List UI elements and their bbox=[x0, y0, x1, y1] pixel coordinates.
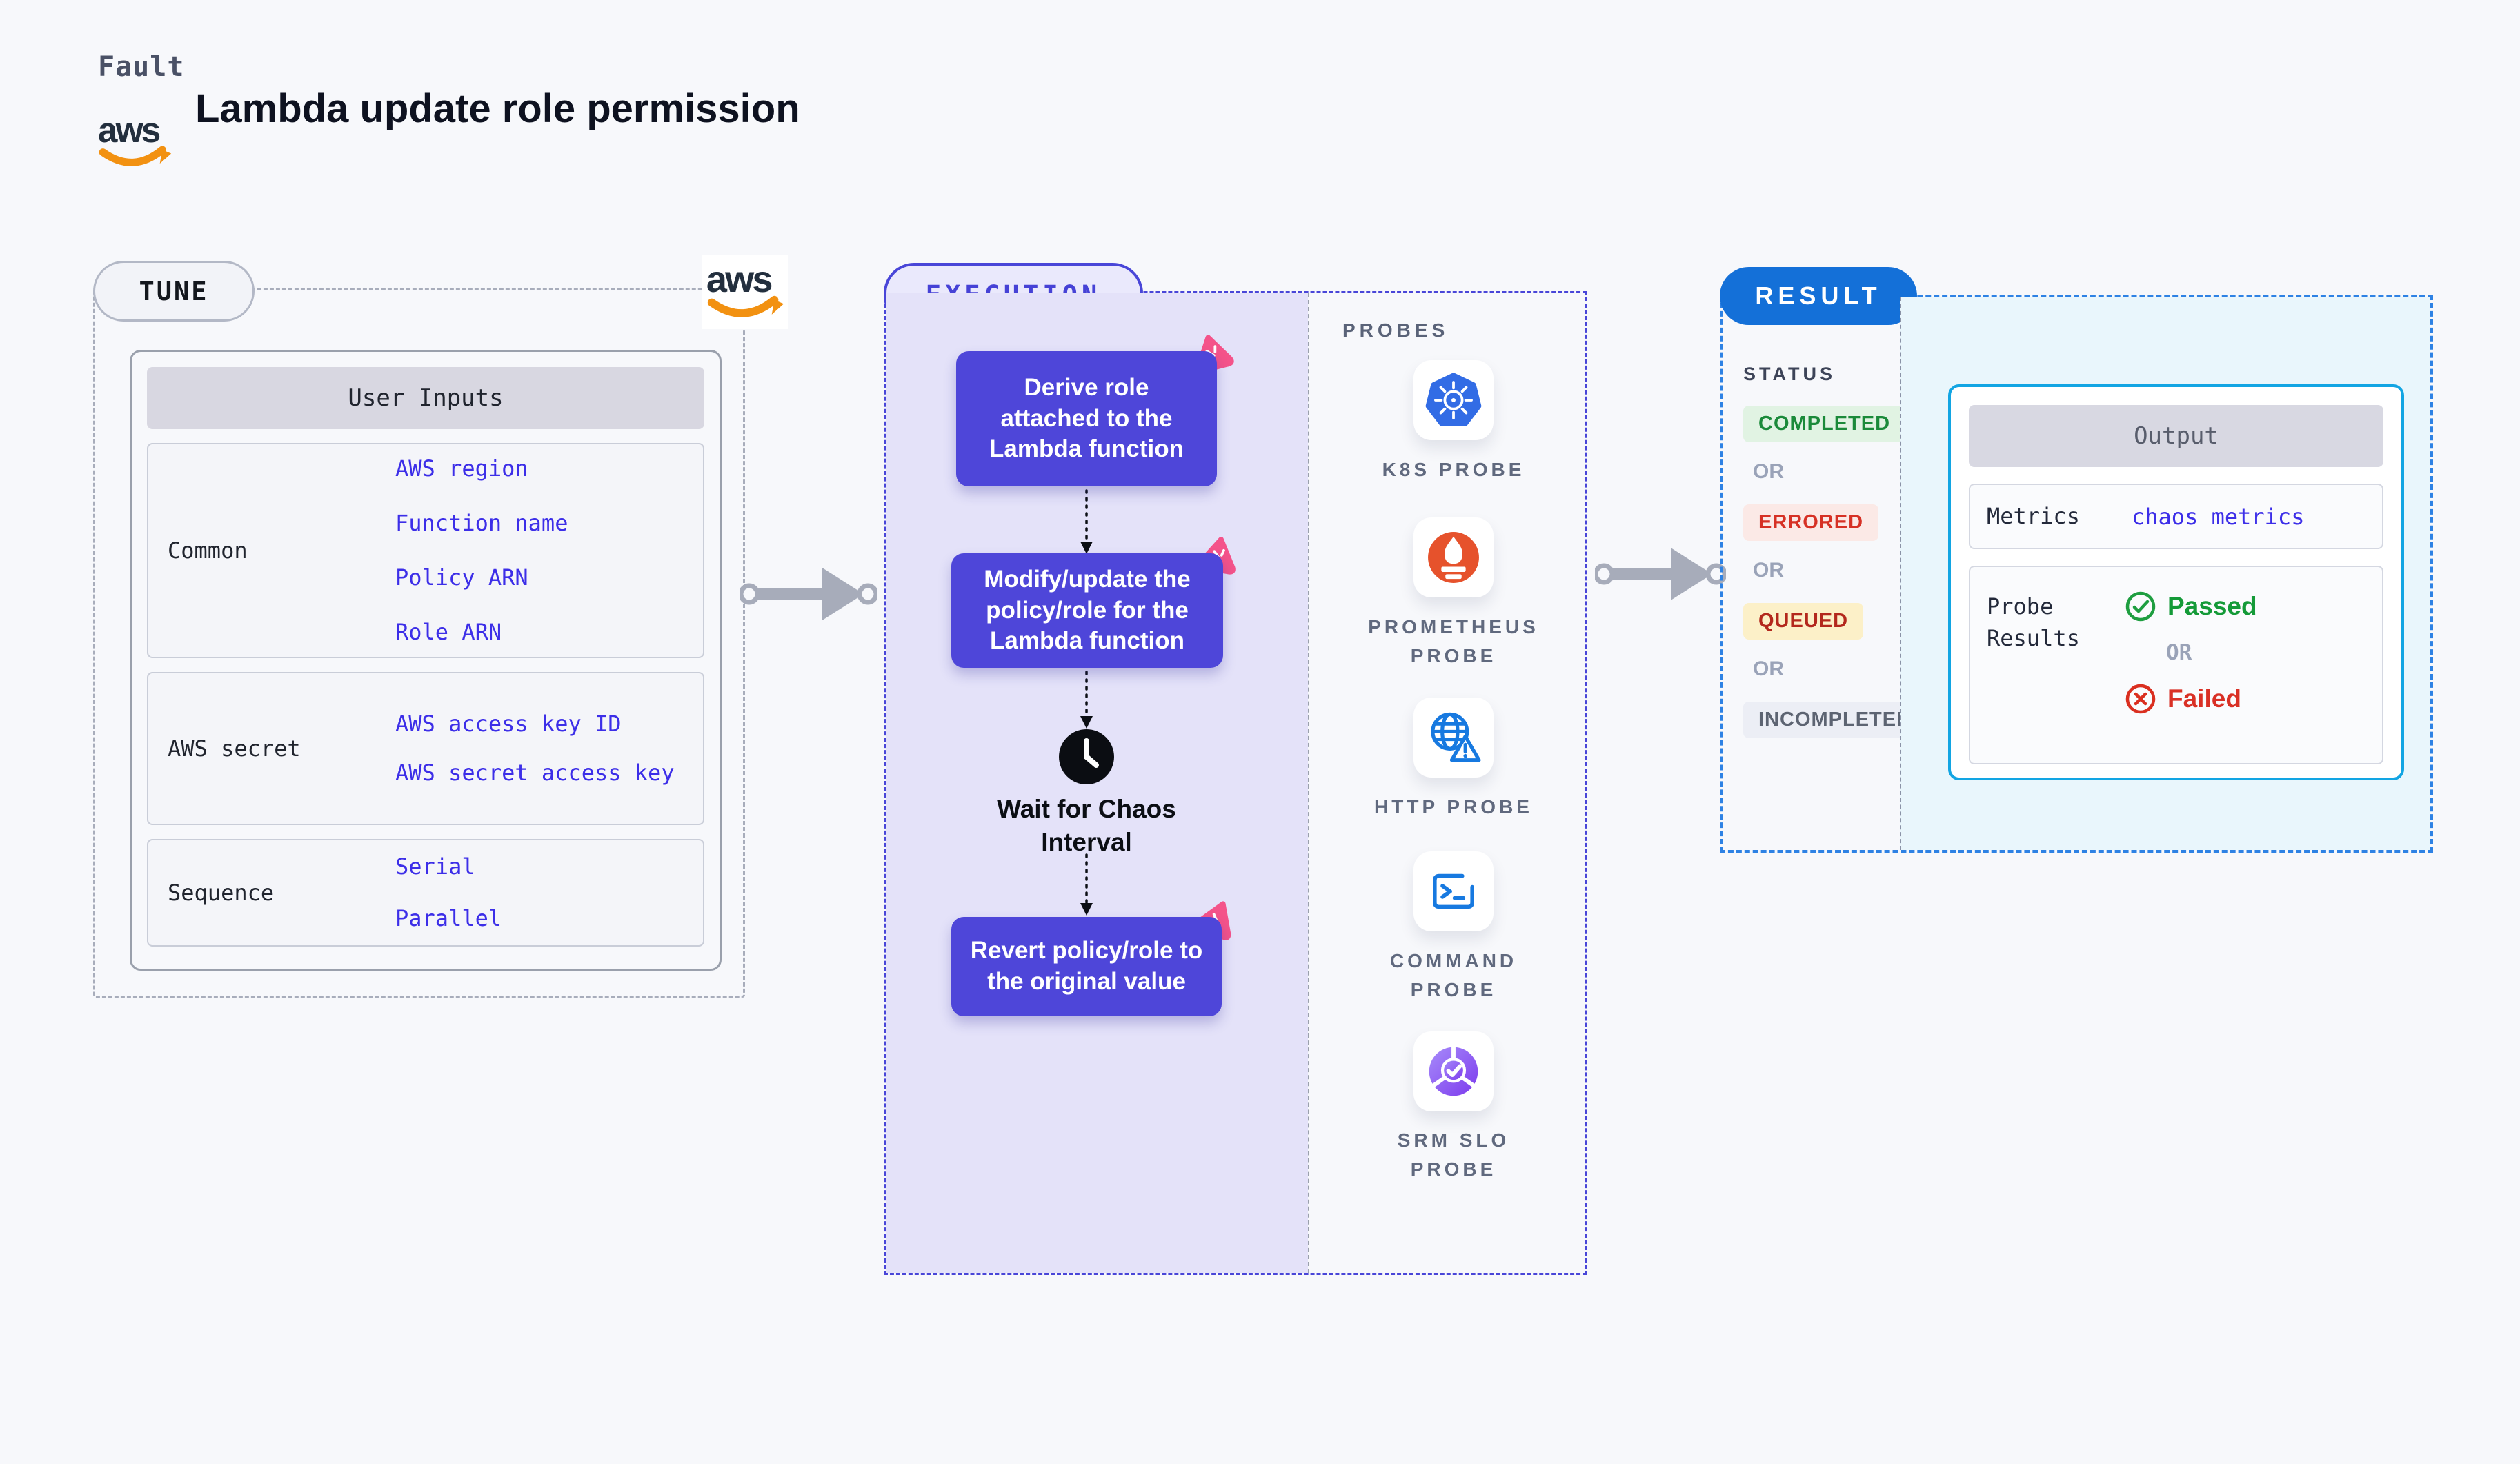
user-inputs-row-common: Common AWS region Function name Policy A… bbox=[147, 443, 704, 658]
probe-label-command: COMMAND PROBE bbox=[1389, 950, 1518, 1000]
http-globe-warning-icon bbox=[1431, 712, 1481, 762]
chaos-metrics-link[interactable]: chaos metrics bbox=[2132, 503, 2305, 530]
connector-arrow-icon bbox=[1080, 853, 1093, 916]
probe-results-row: Probe Results Passed OR bbox=[1969, 566, 2383, 764]
link-aws-region[interactable]: AWS region bbox=[395, 455, 528, 482]
execution-step-1: Derive role attached to the Lambda funct… bbox=[956, 335, 1234, 486]
srm-slo-probe-tile[interactable] bbox=[1413, 1031, 1494, 1111]
status-badge-queued: QUEUED bbox=[1743, 603, 1864, 640]
step-revert-policy: Revert policy/role to the original value bbox=[951, 917, 1222, 1016]
execution-step-2: Modify/update the policy/role for the La… bbox=[951, 537, 1236, 668]
result-section: RESULT STATUS COMPLETED OR ERRORED OR QU… bbox=[1720, 267, 2433, 853]
user-inputs-card: User Inputs Common AWS region Function n… bbox=[130, 350, 722, 971]
step-derive-role: Derive role attached to the Lambda funct… bbox=[956, 351, 1217, 486]
clock-icon bbox=[1059, 729, 1114, 784]
failed-label: Failed bbox=[2167, 684, 2241, 713]
aws-logo-text: aws bbox=[98, 110, 160, 150]
probes-header: PROBES bbox=[1342, 319, 1449, 341]
link-aws-access-key-id[interactable]: AWS access key ID bbox=[395, 710, 622, 737]
or-label: OR bbox=[2166, 640, 2192, 665]
failed-line: Failed bbox=[2125, 683, 2257, 715]
status-header: STATUS bbox=[1743, 364, 1836, 384]
status-column: STATUS COMPLETED OR ERRORED OR QUEUED OR… bbox=[1723, 297, 1927, 850]
link-parallel[interactable]: Parallel bbox=[395, 905, 502, 931]
output-card: Output Metrics chaos metrics Probe Resul… bbox=[1948, 384, 2404, 780]
probe-results-label: Probe Results bbox=[1987, 593, 2080, 652]
execution-flow-panel: Derive role attached to the Lambda funct… bbox=[886, 293, 1308, 1273]
probes-panel: PROBES K8S PROBE bbox=[1308, 293, 1585, 1273]
tune-section: TUNE aws User Inputs Common AWS region F… bbox=[93, 255, 788, 998]
link-serial[interactable]: Serial bbox=[395, 853, 475, 880]
fault-kicker: Fault bbox=[98, 51, 185, 83]
aws-logo: aws bbox=[97, 109, 172, 175]
link-function-name[interactable]: Function name bbox=[395, 509, 568, 536]
link-policy-arn[interactable]: Policy ARN bbox=[395, 564, 528, 591]
connector-arrow-icon bbox=[1080, 671, 1093, 729]
output-panel: Output Metrics chaos metrics Probe Resul… bbox=[1900, 297, 2430, 850]
user-inputs-row-aws-secret: AWS secret AWS access key ID AWS secret … bbox=[147, 672, 704, 825]
svg-text:aws: aws bbox=[706, 259, 771, 300]
user-inputs-header: User Inputs bbox=[147, 367, 704, 429]
arrow-execution-to-result-icon bbox=[1595, 548, 1726, 600]
user-inputs-row-sequence: Sequence Serial Parallel bbox=[147, 839, 704, 947]
or-label: OR bbox=[1753, 460, 1784, 483]
row-label: Sequence bbox=[168, 880, 275, 906]
passed-label: Passed bbox=[2167, 592, 2257, 620]
link-aws-secret-access-key[interactable]: AWS secret access key bbox=[395, 760, 675, 786]
prometheus-icon bbox=[1428, 532, 1479, 583]
probe-label-k8s: K8S PROBE bbox=[1382, 459, 1525, 480]
result-badge: RESULT bbox=[1720, 267, 1917, 325]
probe-label-http: HTTP PROBE bbox=[1374, 796, 1533, 818]
k8s-probe-tile[interactable] bbox=[1413, 360, 1494, 440]
link-role-arn[interactable]: Role ARN bbox=[395, 619, 502, 646]
output-header: Output bbox=[1969, 405, 2383, 467]
kubernetes-icon bbox=[1425, 373, 1482, 426]
prometheus-probe-tile[interactable] bbox=[1413, 517, 1494, 597]
aws-logo-tune: aws bbox=[702, 255, 788, 329]
row-label: AWS secret bbox=[168, 735, 301, 762]
row-links: AWS region Function name Policy ARN Role… bbox=[395, 442, 692, 660]
metrics-label: Metrics bbox=[1987, 503, 2080, 530]
row-links: Serial Parallel bbox=[395, 841, 692, 944]
or-label: OR bbox=[1753, 559, 1784, 582]
or-label: OR bbox=[1753, 657, 1784, 680]
probe-results-values: Passed OR Failed bbox=[2125, 591, 2257, 763]
status-badge-incompleted: INCOMPLETED bbox=[1743, 702, 1927, 738]
terminal-icon bbox=[1433, 873, 1474, 909]
step-modify-policy: Modify/update the policy/role for the La… bbox=[951, 553, 1223, 668]
aws-logo-icon: aws bbox=[706, 259, 784, 317]
tune-badge: TUNE bbox=[93, 261, 255, 322]
check-circle-icon bbox=[2125, 591, 2156, 622]
http-probe-tile[interactable] bbox=[1413, 698, 1494, 778]
page-title: Lambda update role permission bbox=[195, 86, 800, 131]
passed-line: Passed bbox=[2125, 591, 2257, 622]
probe-label-srm-slo: SRM SLO PROBE bbox=[1397, 1129, 1510, 1180]
metrics-row: Metrics chaos metrics bbox=[1969, 484, 2383, 549]
probe-label-prometheus: PROMETHEUS PROBE bbox=[1368, 616, 1539, 666]
execution-section: EXECUTION Derive role attached to the La… bbox=[884, 263, 1587, 1275]
connector-arrow-icon bbox=[1080, 489, 1093, 554]
wait-for-chaos-interval-label: Wait for Chaos Interval bbox=[997, 795, 1176, 857]
arrow-tune-to-execution-icon bbox=[740, 568, 877, 620]
x-circle-icon bbox=[2125, 684, 2156, 714]
slo-pie-check-icon bbox=[1429, 1046, 1478, 1096]
row-links: AWS access key ID AWS secret access key bbox=[395, 700, 692, 798]
status-badge-errored: ERRORED bbox=[1743, 504, 1879, 541]
row-label: Common bbox=[168, 537, 248, 564]
command-probe-tile[interactable] bbox=[1413, 851, 1494, 931]
aws-logo-icon: aws bbox=[98, 110, 172, 166]
execution-step-3: Revert policy/role to the original value bbox=[951, 901, 1231, 1016]
status-badge-completed: COMPLETED bbox=[1743, 406, 1906, 442]
